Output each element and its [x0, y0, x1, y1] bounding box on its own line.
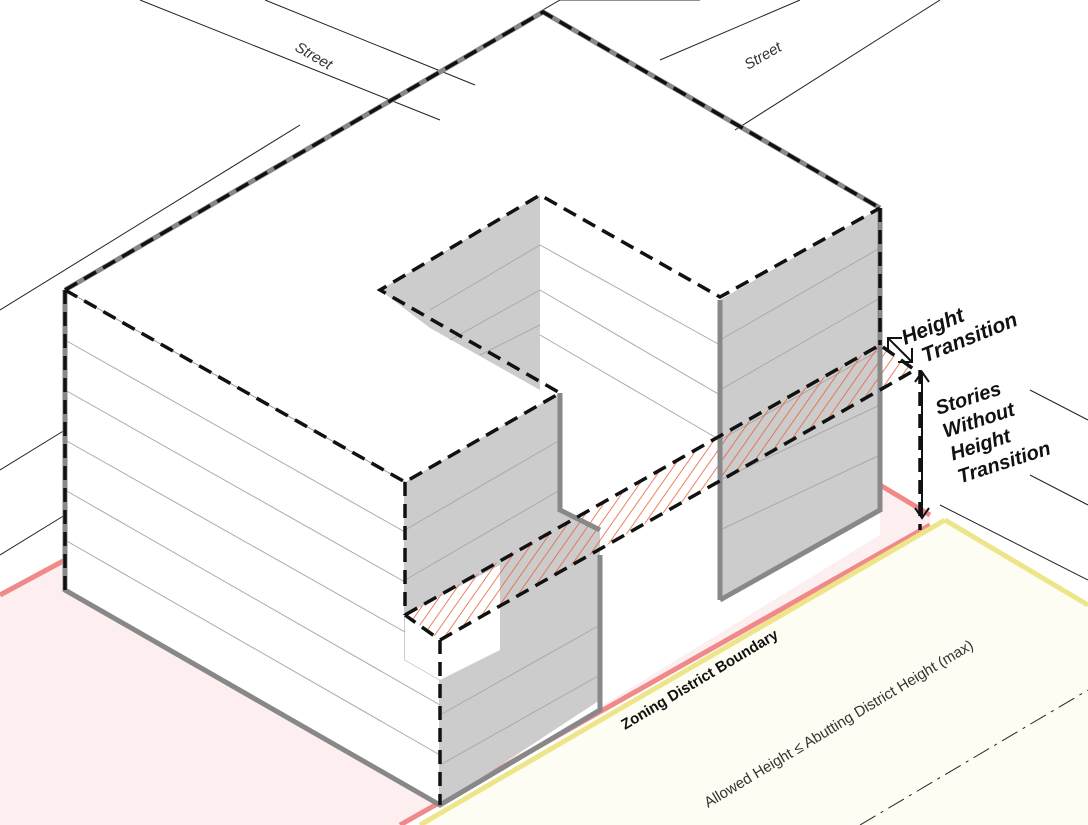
yellow-boundary [418, 517, 947, 825]
building [62, 9, 922, 808]
pink-boundary [0, 557, 67, 598]
pink-zone [0, 485, 930, 825]
height-transition-label: Height Transition [898, 303, 1020, 367]
stories-without-label: Stories Without Height Transition [933, 378, 1054, 488]
dimension-arrows [887, 337, 930, 520]
street-label-left: Street [292, 39, 336, 74]
street-label-right: Street [742, 38, 786, 73]
dash-dot-line [859, 689, 1088, 825]
height-transition-band [405, 345, 915, 640]
cream-zone [420, 520, 1088, 825]
